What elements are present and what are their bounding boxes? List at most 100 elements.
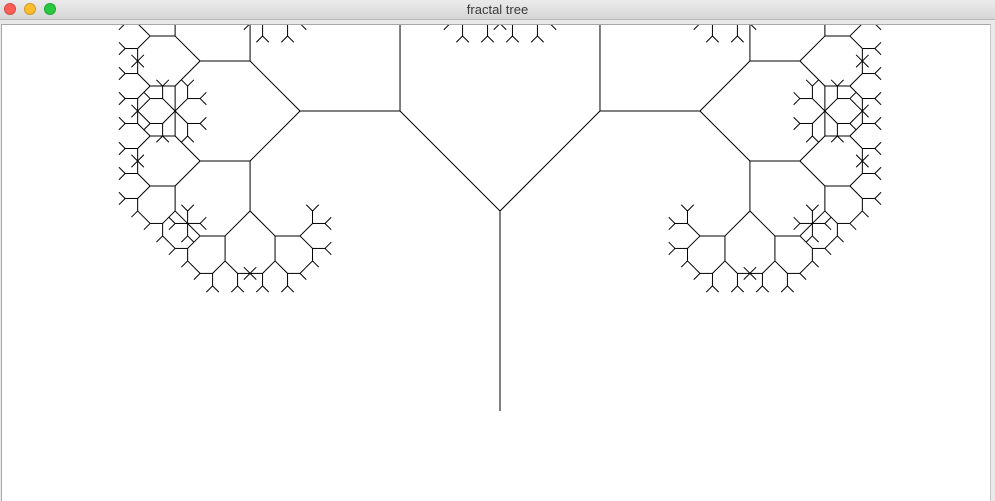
tree-branch <box>187 223 201 237</box>
tree-branch <box>237 285 245 293</box>
tree-branch <box>874 41 882 49</box>
tree-branch <box>399 110 501 212</box>
tree-branch <box>137 185 151 199</box>
tree-branch <box>687 260 695 268</box>
tree-branch <box>299 266 307 274</box>
tree-branch <box>199 116 207 124</box>
tree-branch <box>280 35 288 43</box>
tree-branch <box>849 85 863 99</box>
tree-branch <box>137 210 145 218</box>
tree-branch <box>812 79 819 87</box>
tree-branch <box>705 285 713 293</box>
tree-branch <box>168 241 176 249</box>
tree-branch <box>243 273 251 281</box>
tree-branch <box>137 123 151 137</box>
tree-branch <box>693 25 700 31</box>
tree-branch <box>230 285 238 293</box>
tree-branch <box>312 204 320 212</box>
drawing-canvas <box>1 24 991 501</box>
tree-branch <box>687 204 695 212</box>
tree-branch <box>805 79 813 87</box>
tree-branch <box>174 98 188 112</box>
tree-branch <box>861 154 869 162</box>
window-title: fractal tree <box>466 2 529 17</box>
tree-branch <box>249 266 257 274</box>
tree-branch <box>855 210 863 218</box>
tree-branch <box>137 35 151 49</box>
tree-branch <box>156 135 163 143</box>
fractal-tree-drawing <box>118 25 882 411</box>
tree-branch <box>668 223 676 231</box>
tree-branch <box>724 260 738 274</box>
tree-branch <box>824 110 838 124</box>
tree-branch <box>206 285 213 293</box>
tree-branch <box>668 248 676 256</box>
tree-branch <box>131 60 139 68</box>
tree-branch <box>181 204 188 212</box>
tree-branch <box>199 123 207 131</box>
tree-branch <box>849 216 857 224</box>
tree-branch <box>137 154 145 162</box>
tree-branch <box>118 73 126 81</box>
tree-branch <box>249 110 301 162</box>
tree-branch <box>743 273 751 281</box>
tree-branch <box>712 285 720 293</box>
tree-branch <box>799 223 813 237</box>
tree-branch <box>138 25 151 37</box>
tree-branch <box>143 98 151 106</box>
tree-branch <box>305 204 313 212</box>
tree-branch <box>874 198 882 206</box>
tree-branch <box>505 35 513 43</box>
tree-branch <box>143 123 151 131</box>
tree-branch <box>249 210 276 237</box>
tree-branch <box>487 35 495 43</box>
tree-branch <box>187 235 195 243</box>
tree-branch <box>874 48 882 56</box>
tree-branch <box>855 54 863 62</box>
tree-branch <box>861 60 869 68</box>
tree-branch <box>737 35 744 43</box>
zoom-button[interactable] <box>44 3 56 15</box>
tree-branch <box>687 223 701 237</box>
tree-branch <box>874 91 882 99</box>
tree-branch <box>812 235 819 243</box>
tree-branch <box>324 216 332 224</box>
tree-branch <box>712 260 726 274</box>
tree-branch <box>131 160 139 168</box>
tree-branch <box>256 35 263 43</box>
tree-branch <box>143 216 151 224</box>
tree-branch <box>755 285 763 293</box>
tree-branch <box>118 166 126 174</box>
tree-branch <box>174 160 201 187</box>
tree-branch <box>874 148 882 156</box>
tree-branch <box>874 166 882 174</box>
tree-branch <box>824 210 838 224</box>
minimize-button[interactable] <box>24 3 36 15</box>
tree-branch <box>875 25 882 31</box>
tree-branch <box>462 35 470 43</box>
tree-branch <box>537 35 545 43</box>
title-bar[interactable]: fractal tree <box>0 0 995 20</box>
tree-branch <box>249 60 301 112</box>
close-button[interactable] <box>4 3 16 15</box>
tree-branch <box>118 123 126 131</box>
tree-branch <box>212 260 226 274</box>
tree-branch <box>787 285 794 293</box>
tree-branch <box>137 73 151 87</box>
tree-branch <box>693 266 701 274</box>
tree-branch <box>118 191 126 199</box>
tree-branch <box>855 154 863 162</box>
tree-branch <box>799 273 807 281</box>
tree-branch <box>143 223 151 231</box>
tree-branch <box>824 248 832 256</box>
tree-branch <box>855 160 863 168</box>
tree-branch <box>830 79 838 87</box>
tree-branch <box>162 210 176 224</box>
tree-branch <box>750 25 757 31</box>
tree-branch <box>799 135 826 162</box>
tree-branch <box>274 260 288 274</box>
tree-branch <box>262 260 276 274</box>
tree-branch <box>849 135 863 149</box>
tree-branch <box>830 235 838 243</box>
tree-branch <box>699 60 751 112</box>
